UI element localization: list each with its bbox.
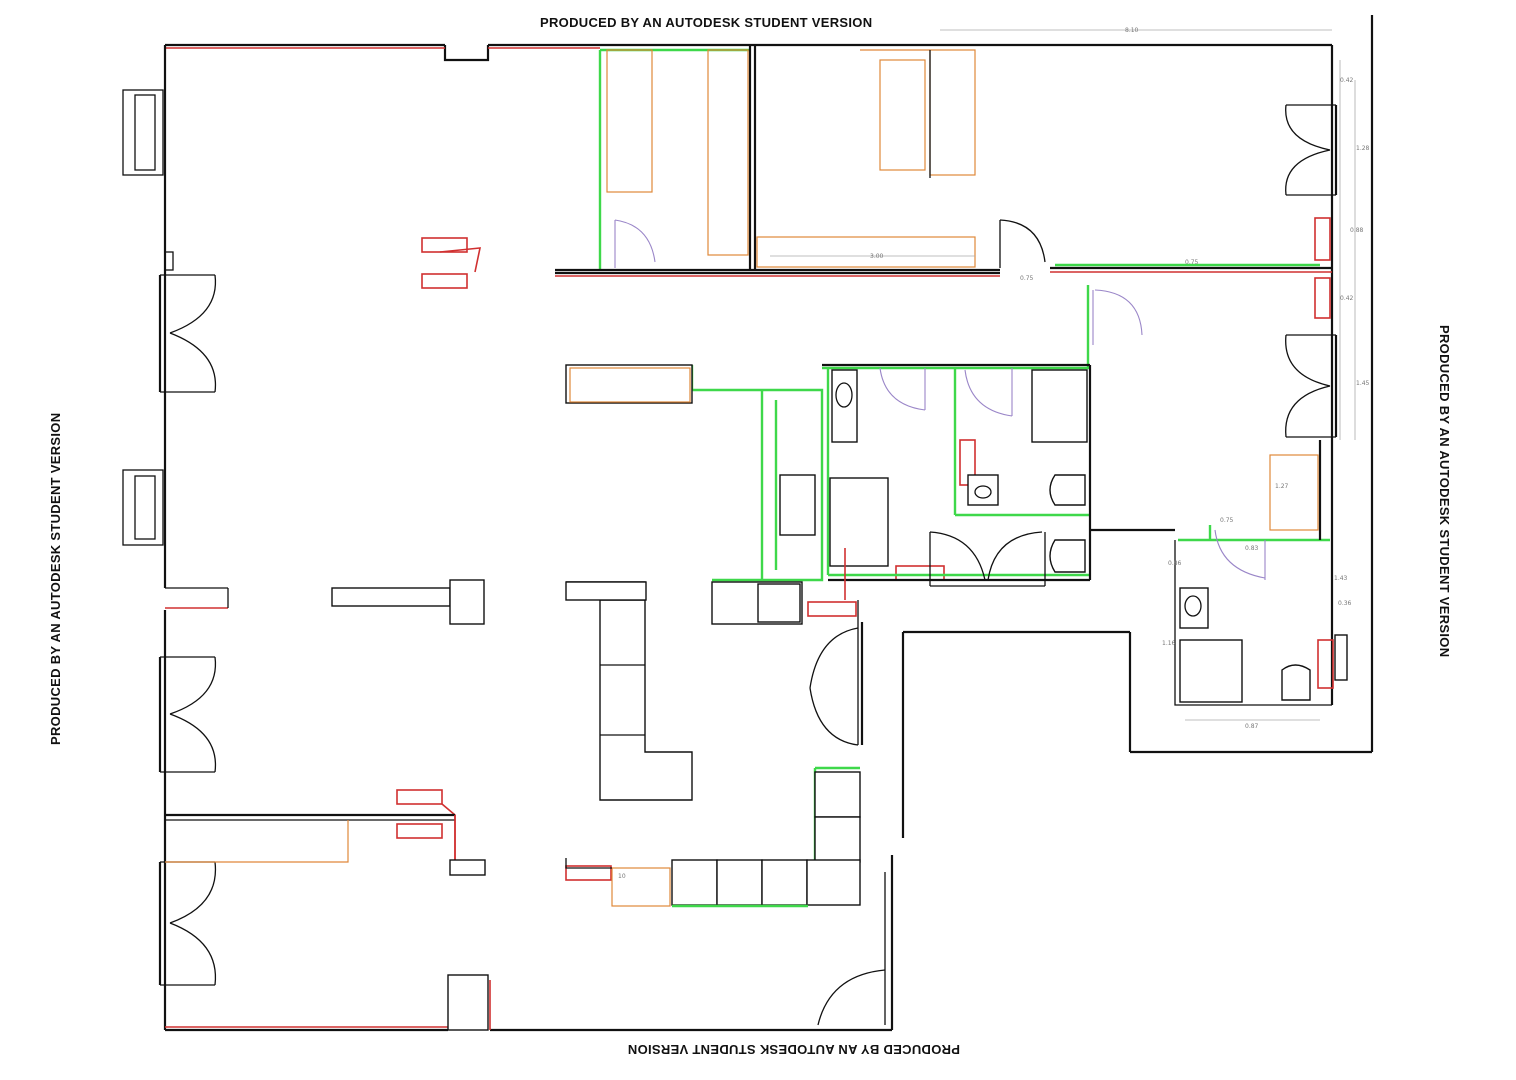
right-door-upper[interactable] xyxy=(1285,104,1338,196)
watermark-right: PRODUCED BY AN AUTODESK STUDENT VERSION xyxy=(1437,325,1452,657)
dim-bath-8: 0.87 xyxy=(1245,723,1259,730)
dim-right-2: 1.28 xyxy=(1356,145,1370,152)
central-furniture xyxy=(165,364,693,801)
dim-bath-5: 1.16 xyxy=(1162,640,1176,647)
top-room-right: 3.00 0.75 0.75 8.10 0.42 1.28 0.88 0.42 … xyxy=(756,27,1370,387)
dim-right-3: 0.88 xyxy=(1350,227,1364,234)
watermark-left: PRODUCED BY AN AUTODESK STUDENT VERSION xyxy=(48,413,63,745)
dim-bath-6: 0.36 xyxy=(1338,600,1352,607)
bathroom-block xyxy=(690,285,1143,600)
right-door-lower[interactable] xyxy=(1285,334,1338,438)
kitchen-block: 10 xyxy=(565,581,886,1026)
bathroom-right: 0.75 1.27 0.83 0.86 1.16 0.36 1.43 0.87 xyxy=(1090,440,1352,730)
dim-right-4: 0.42 xyxy=(1340,295,1354,302)
exterior-walls xyxy=(163,15,1374,1032)
dim-corridor-c: 0.75 xyxy=(1185,259,1199,266)
dim-right-5: 1.45 xyxy=(1356,380,1370,387)
top-room-left xyxy=(555,45,1000,277)
dim-cabinet: 10 xyxy=(618,873,626,880)
left-door-upper[interactable] xyxy=(158,274,217,393)
left-door-lower[interactable] xyxy=(158,861,217,986)
dim-bath-2: 1.27 xyxy=(1275,483,1289,490)
watermark-top: PRODUCED BY AN AUTODESK STUDENT VERSION xyxy=(540,15,872,30)
dim-corridor-b: 0.75 xyxy=(1020,275,1034,282)
dim-bath-7: 1.43 xyxy=(1334,575,1348,582)
left-windows xyxy=(122,89,174,546)
dim-top-overall: 8.10 xyxy=(1125,27,1139,34)
dim-right-1: 0.42 xyxy=(1340,77,1354,84)
lower-left-room xyxy=(165,813,491,1031)
left-door-middle[interactable] xyxy=(158,656,217,773)
dim-bath-3: 0.83 xyxy=(1245,545,1259,552)
dim-bath-4: 0.86 xyxy=(1168,560,1182,567)
watermark-bottom: PRODUCED BY AN AUTODESK STUDENT VERSION xyxy=(628,1042,960,1057)
dim-corridor-a: 3.00 xyxy=(870,253,884,260)
dim-bath-1: 0.75 xyxy=(1220,517,1234,524)
